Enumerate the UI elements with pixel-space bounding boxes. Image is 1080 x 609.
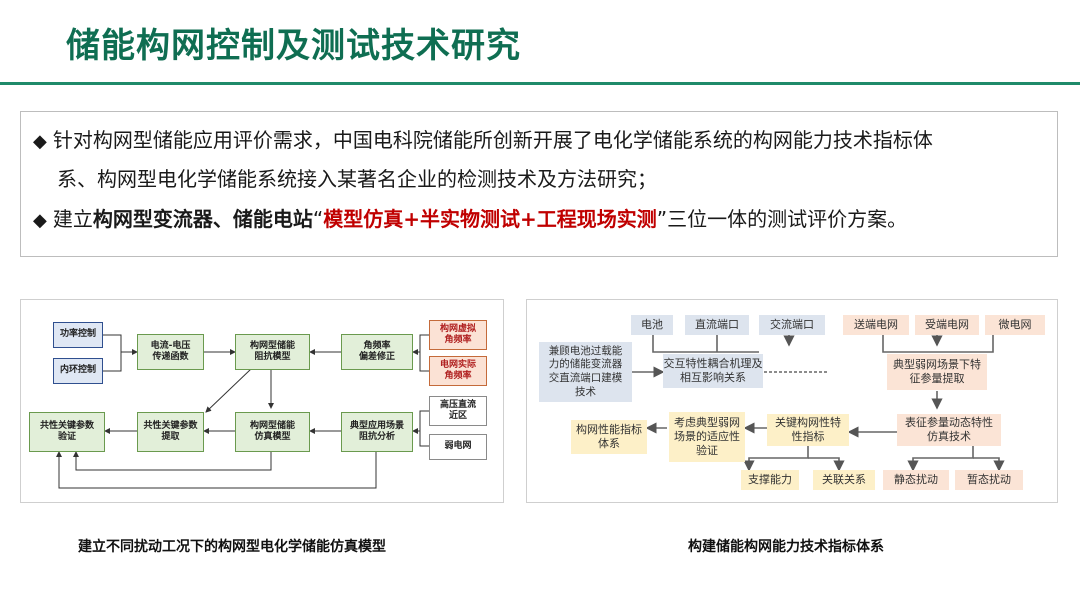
key-index-node: 关键构网性特 性指标 bbox=[767, 414, 849, 446]
diamond-bullet-icon: ◆ bbox=[33, 210, 47, 231]
left-caption: 建立不同扰动工况下的构网型电化学储能仿真模型 bbox=[78, 539, 386, 555]
index-system-diagram: 电池 直流端口 交流端口 送端电网 受端电网 微电网 兼顾电池过载能 力的储能变… bbox=[526, 299, 1058, 503]
typical-scene-node: 典型应用场景 阻抗分析 bbox=[341, 412, 413, 452]
bullet-1-line-2: 系、构网型电化学储能系统接入某著名企业的检测技术及方法研究； bbox=[57, 167, 657, 191]
left-diagram-connectors bbox=[56, 334, 429, 489]
summary-box: ◆针对构网型储能应用评价需求，中国电科院储能所创新开展了电化学储能系统的构网能力… bbox=[20, 111, 1058, 257]
micro-grid-node: 微电网 bbox=[985, 315, 1045, 335]
weak-grid-node: 弱电网 bbox=[429, 434, 487, 460]
vi-transfer-node: 电流-电压 传递函数 bbox=[137, 334, 204, 370]
relation-node: 关联关系 bbox=[813, 470, 875, 490]
transient-dist-node: 暂态扰动 bbox=[955, 470, 1023, 490]
bullet-1-line-1: ◆针对构网型储能应用评价需求，中国电科院储能所创新开展了电化学储能系统的构网能力… bbox=[33, 128, 933, 152]
support-node: 支撑能力 bbox=[741, 470, 799, 490]
common-verify-node: 共性关键参数 验证 bbox=[29, 412, 105, 452]
right-caption: 构建储能构网能力技术指标体系 bbox=[688, 539, 884, 555]
diamond-bullet-icon: ◆ bbox=[33, 131, 47, 152]
bullet-2: ◆建立构网型变流器、储能电站“模型仿真+半实物测试+工程现场实测”三位一体的测试… bbox=[33, 207, 908, 231]
coupling-node: 交互特性耦合机理及 相互影响关系 bbox=[663, 354, 763, 388]
adapt-verify-node: 考虑典型弱网 场景的适应性 验证 bbox=[669, 412, 745, 462]
common-extract-node: 共性关键参数 提取 bbox=[137, 412, 204, 452]
title-divider bbox=[0, 82, 1080, 85]
battery-node: 电池 bbox=[631, 315, 673, 335]
grid-actual-freq-node: 电网实际 角频率 bbox=[429, 356, 487, 386]
page-title: 储能构网控制及测试技术研究 bbox=[66, 26, 521, 66]
angle-freq-fix-node: 角频率 偏差修正 bbox=[341, 334, 413, 370]
gf-sim-node: 构网型储能 仿真模型 bbox=[235, 412, 310, 452]
gf-impedance-node: 构网型储能 阻抗模型 bbox=[235, 334, 310, 370]
simulation-model-diagram: 功率控制 内环控制 电流-电压 传递函数 构网型储能 阻抗模型 角频率 偏差修正… bbox=[20, 299, 504, 503]
dc-port-node: 直流端口 bbox=[685, 315, 749, 335]
grid-virtual-freq-node: 构网虚拟 角频率 bbox=[429, 320, 487, 350]
hv-dc-node: 高压直流 近区 bbox=[429, 396, 487, 426]
weak-scene-node: 典型弱网场景下特 征参量提取 bbox=[887, 354, 987, 390]
right-diagram-connectors bbox=[632, 324, 1005, 472]
index-system-node: 构网性能指标 体系 bbox=[571, 420, 647, 454]
ac-port-node: 交流端口 bbox=[759, 315, 825, 335]
inner-loop-node: 内环控制 bbox=[53, 358, 103, 384]
overload-model-node: 兼顾电池过载能 力的储能变流器 交直流端口建模 技术 bbox=[539, 342, 632, 402]
dynamic-sim-node: 表征参量动态特性 仿真技术 bbox=[897, 414, 1001, 446]
recv-grid-node: 受端电网 bbox=[915, 315, 979, 335]
power-control-node: 功率控制 bbox=[53, 322, 103, 348]
static-dist-node: 静态扰动 bbox=[883, 470, 949, 490]
trans-grid-node: 送端电网 bbox=[843, 315, 909, 335]
